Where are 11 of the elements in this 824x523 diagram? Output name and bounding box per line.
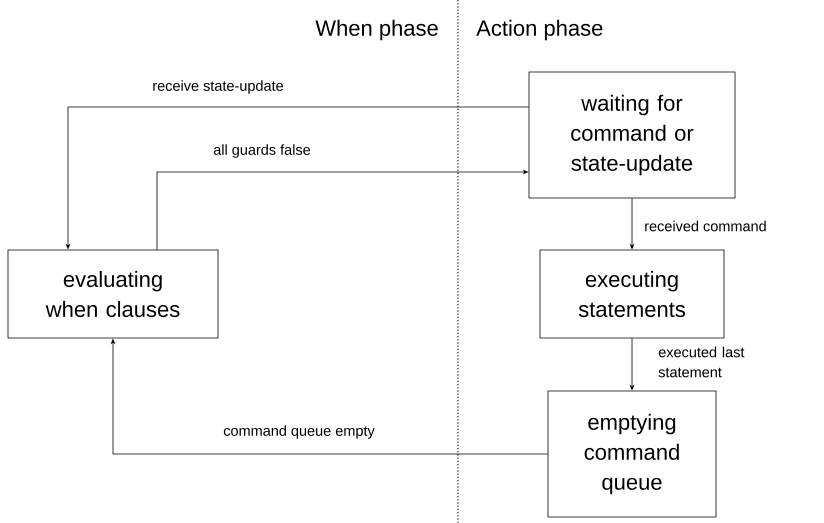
state-box: emptying command queue (548, 390, 716, 518)
phase-heading: Action phase (476, 20, 602, 40)
phase-heading: When phase (315, 20, 438, 40)
state-box: evaluating when clauses (8, 250, 218, 338)
edge-label: executed last statement (658, 346, 744, 378)
state-box: waiting for command or state-update (528, 72, 736, 198)
edge-label: receive state-update (153, 80, 284, 94)
state-box: executing statements (540, 250, 724, 338)
edge-label: command queue empty (224, 425, 375, 439)
edge-label: received command (645, 220, 766, 232)
edge-label: all guards false (214, 144, 310, 158)
